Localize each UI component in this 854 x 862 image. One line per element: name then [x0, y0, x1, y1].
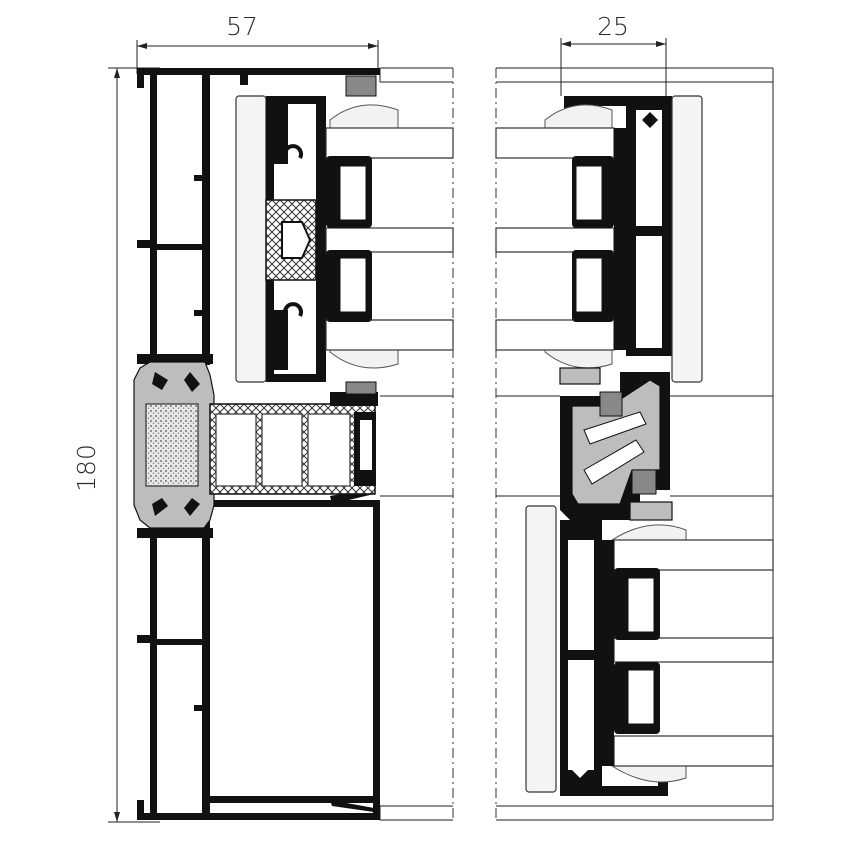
- right-section: [495, 67, 774, 821]
- dimension-180: 180: [72, 67, 160, 823]
- dimension-25: 25: [560, 12, 667, 96]
- insulation-foam: [145, 403, 199, 487]
- dimension-57-label: 57: [226, 12, 258, 41]
- right-upper-sash: [495, 95, 703, 383]
- right-interlock: [559, 367, 673, 521]
- left-thermal-node: [133, 361, 378, 529]
- left-upper-sash: [235, 75, 454, 395]
- dimension-25-label: 25: [597, 12, 629, 41]
- dimension-57: 57: [136, 12, 379, 74]
- right-lower-sash: [525, 505, 774, 796]
- left-frame-profile: [137, 68, 380, 820]
- dimension-180-label: 180: [72, 444, 101, 492]
- left-outline-lines: [379, 67, 454, 821]
- right-outline-lines: [495, 67, 774, 821]
- left-section: [133, 67, 454, 821]
